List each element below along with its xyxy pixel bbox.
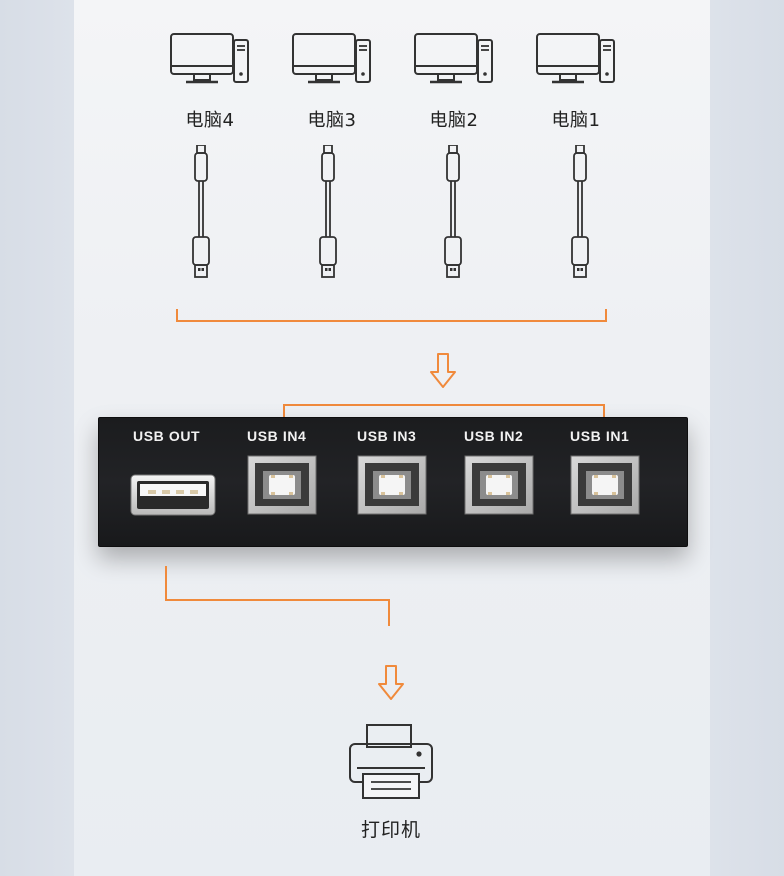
right-background-strip: [710, 0, 784, 876]
input-bracket-line: [176, 309, 607, 322]
usb-switch-device: USB OUT USB IN4 USB IN3 USB IN2 USB IN1: [98, 417, 688, 547]
computer-icon: [536, 33, 615, 84]
computer-3: 电脑3: [287, 30, 377, 132]
port-label-usb-in4: USB IN4: [247, 428, 307, 444]
printer-icon: [349, 724, 433, 799]
usb-b-port-in3[interactable]: [357, 455, 427, 515]
usb-cable-icon: [192, 145, 210, 278]
usb-b-port-in1[interactable]: [570, 455, 640, 515]
port-label-usb-out: USB OUT: [133, 428, 201, 444]
down-arrow-icon: [378, 665, 404, 700]
port-label-usb-in2: USB IN2: [464, 428, 524, 444]
computer-icon: [170, 33, 249, 84]
computer-4-label: 电脑4: [185, 110, 235, 131]
computer-2: 电脑2: [409, 30, 499, 132]
usb-cable-icon: [444, 145, 462, 278]
computer-1-label: 电脑1: [551, 110, 601, 131]
computer-1: 电脑1: [531, 30, 621, 132]
usb-b-port-in2[interactable]: [464, 455, 534, 515]
down-arrow-icon: [430, 353, 456, 388]
left-background-strip: [0, 0, 74, 876]
computer-3-label: 电脑3: [307, 110, 357, 131]
ports-bracket-line: [283, 404, 605, 418]
output-connector-line: [165, 566, 390, 626]
computer-4: 电脑4: [165, 30, 255, 132]
usb-cable-icon: [571, 145, 589, 278]
computer-2-label: 电脑2: [429, 110, 479, 131]
usb-cable-icon: [319, 145, 337, 278]
computer-icon: [414, 33, 493, 84]
usb-a-port[interactable]: [130, 471, 216, 519]
usb-b-port-in4[interactable]: [247, 455, 317, 515]
computer-icon: [292, 33, 371, 84]
printer-label: 打印机: [360, 819, 421, 841]
port-label-usb-in1: USB IN1: [570, 428, 630, 444]
port-label-usb-in3: USB IN3: [357, 428, 417, 444]
